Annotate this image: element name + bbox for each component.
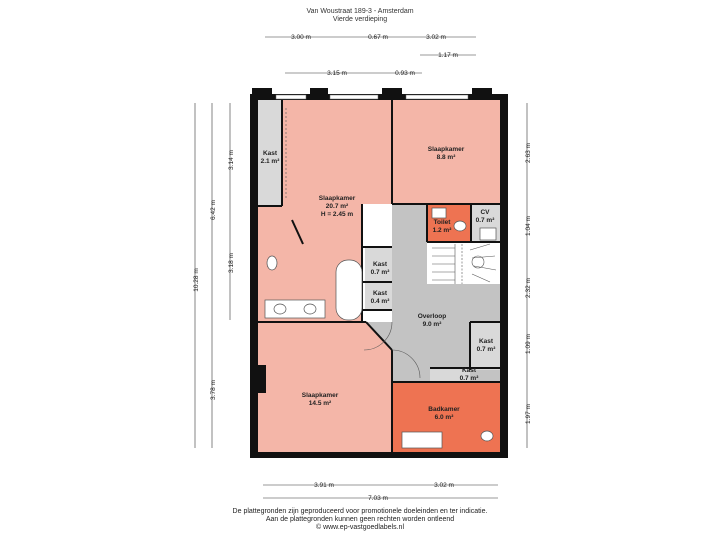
- room-slaapkamer-large-area: 20.7 m²: [326, 203, 349, 210]
- footer-disclaimer-2: Aan de plattegronden kunnen geen rechten…: [265, 516, 455, 523]
- room-slaapkamer-small-area: 8.8 m²: [437, 154, 457, 161]
- dim-right-2-63: 2.63 m: [525, 143, 532, 163]
- dim-left-6-42: 6.42 m: [210, 200, 217, 220]
- dimension-lines: [194, 36, 528, 499]
- room-slaapkamer-bottom-area: 14.5 m²: [309, 400, 332, 407]
- kast-bottom-fill: [430, 368, 470, 382]
- room-kast-bottom-name: Kast: [462, 367, 477, 374]
- dim-top-3-15: 3.15 m: [327, 70, 347, 77]
- kast-04-fill: [365, 282, 392, 310]
- hand-sink: [431, 207, 447, 219]
- room-overloop-name: Overloop: [418, 313, 447, 320]
- room-kast-right-area: 0.7 m²: [477, 346, 497, 353]
- dim-right-2-32: 2.32 m: [525, 278, 532, 298]
- dim-left-3-18: 3.18 m: [228, 253, 235, 273]
- room-slaapkamer-bottom-name: Slaapkamer: [302, 392, 339, 399]
- room-kast-right-name: Kast: [479, 338, 494, 345]
- room-toilet-name: Toilet: [434, 219, 452, 226]
- bathtub: [335, 259, 363, 321]
- room-kast-04-name: Kast: [373, 290, 388, 297]
- bedroom-small-fill: [392, 100, 500, 204]
- dim-left-10-28: 10.28 m: [193, 268, 200, 292]
- dim-right-1-09: 1.09 m: [525, 334, 532, 354]
- dim-top-0-93: 0.93 m: [395, 70, 415, 77]
- room-kast-name: Kast: [263, 150, 278, 157]
- dim-right-1-97: 1.97 m: [525, 404, 532, 424]
- dim-bottom-7-03: 7.03 m: [368, 495, 388, 502]
- room-kast-07-area: 0.7 m²: [371, 269, 391, 276]
- dim-top-3-02: 3.02 m: [426, 34, 446, 41]
- dim-bottom-3-91: 3.91 m: [314, 482, 334, 489]
- fixtures: [264, 207, 497, 449]
- dim-top-0-67: 0.67 m: [368, 34, 388, 41]
- footer-copyright: © www.ep-vastgoedlabels.nl: [315, 524, 405, 531]
- dim-right-1-04: 1.04 m: [525, 216, 532, 236]
- room-cv-name: CV: [480, 209, 490, 216]
- stairs: [432, 243, 497, 284]
- kast-storage-fill: [258, 100, 282, 206]
- exterior-walls: [250, 88, 508, 458]
- toilet-bowl-2: [453, 220, 467, 232]
- hall-fill: [366, 204, 500, 382]
- dim-bottom-3-02: 3.02 m: [434, 482, 454, 489]
- room-slaapkamer-small-name: Slaapkamer: [428, 146, 465, 153]
- footer-disclaimer-1: De plattegronden zijn geproduceerd voor …: [232, 508, 488, 515]
- room-toilet-area: 1.2 m²: [433, 227, 453, 234]
- cv-boiler: [479, 227, 497, 241]
- room-badkamer-area: 6.0 m²: [435, 414, 455, 421]
- address-title: Van Woustraat 189-3 - Amsterdam: [306, 8, 414, 15]
- stair-area: [427, 242, 500, 284]
- bedroom-bottom-fill: [258, 322, 392, 452]
- room-cv-area: 0.7 m²: [476, 217, 496, 224]
- bath-unit: [401, 431, 443, 449]
- toilet-bowl-1: [266, 255, 278, 271]
- windows: [275, 94, 469, 100]
- dim-left-3-14: 3.14 m: [228, 150, 235, 170]
- dim-top-3-00: 3.00 m: [291, 34, 311, 41]
- room-kast-area: 2.1 m²: [261, 158, 281, 165]
- toilet-bowl-3: [480, 430, 494, 442]
- room-slaapkamer-large-name: Slaapkamer: [319, 195, 356, 202]
- kast-07-fill: [365, 247, 392, 282]
- room-kast-07-name: Kast: [373, 261, 388, 268]
- floor-subtitle: Vierde verdieping: [332, 16, 388, 23]
- room-overloop-area: 9.0 m²: [423, 321, 443, 328]
- dim-left-3-78: 3.78 m: [210, 380, 217, 400]
- room-slaapkamer-large-height: H = 2.45 m: [321, 211, 354, 218]
- room-badkamer-name: Badkamer: [428, 406, 460, 413]
- room-kast-04-area: 0.4 m²: [371, 298, 391, 305]
- dim-top-1-17: 1.17 m: [438, 52, 458, 59]
- kast-right-fill: [470, 322, 500, 370]
- room-kast-bottom-area: 0.7 m²: [460, 375, 480, 382]
